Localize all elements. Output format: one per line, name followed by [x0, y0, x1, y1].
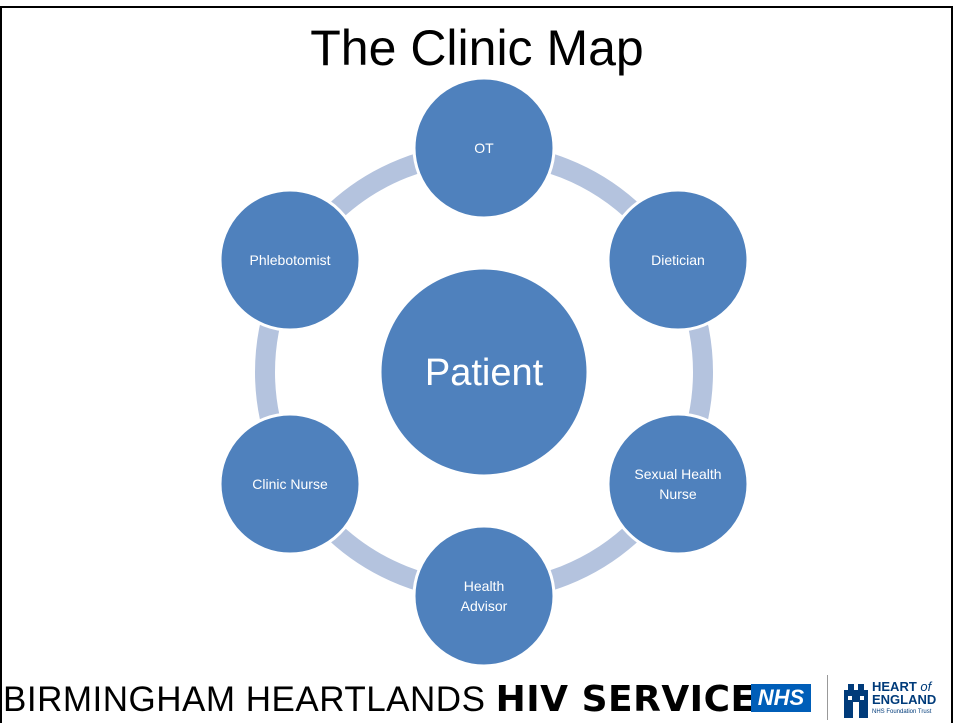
- node-label: Dietician: [651, 252, 705, 268]
- service-name-prefix: BIRMINGHAM HEARTLANDS: [3, 680, 496, 719]
- node-circle: [606, 188, 750, 332]
- node-circle: [218, 188, 362, 332]
- node-ot[interactable]: OT: [412, 76, 556, 220]
- node-label: Phlebotomist: [250, 252, 331, 268]
- node-circle: [606, 412, 750, 556]
- trust-subtitle: NHS Foundation Trust: [872, 709, 932, 715]
- node-circle: [218, 412, 362, 556]
- node-label: OT: [474, 140, 494, 156]
- heart-of-england-mark-icon: [844, 684, 868, 718]
- center-node-label: Patient: [425, 352, 544, 394]
- logo-divider: [827, 675, 828, 720]
- node-label: Nurse: [659, 486, 697, 502]
- trust-name-line1: HEART of: [872, 679, 932, 694]
- node-label: Health: [464, 578, 504, 594]
- node-dietician[interactable]: Dietician: [606, 188, 750, 332]
- node-phlebotomist[interactable]: Phlebotomist: [218, 188, 362, 332]
- node-label: Clinic Nurse: [252, 476, 328, 492]
- slide-frame: [0, 6, 953, 723]
- node-label: Sexual Health: [634, 466, 721, 482]
- heart-of-england-logo: HEART of ENGLAND NHS Foundation Trust: [842, 680, 952, 720]
- node-label: Advisor: [461, 598, 508, 614]
- service-name-bold: HIV SERVICE: [495, 679, 756, 720]
- slide-title: The Clinic Map: [310, 20, 644, 76]
- node-circle: [412, 524, 556, 668]
- trust-name-line2: ENGLAND: [872, 692, 937, 707]
- node-circle: [412, 76, 556, 220]
- service-name: BIRMINGHAM HEARTLANDS HIV SERVICE: [3, 680, 756, 720]
- center-node[interactable]: Patient: [378, 266, 590, 478]
- node-clinic-nurse[interactable]: Clinic Nurse: [218, 412, 362, 556]
- nhs-logo: NHS: [751, 684, 811, 712]
